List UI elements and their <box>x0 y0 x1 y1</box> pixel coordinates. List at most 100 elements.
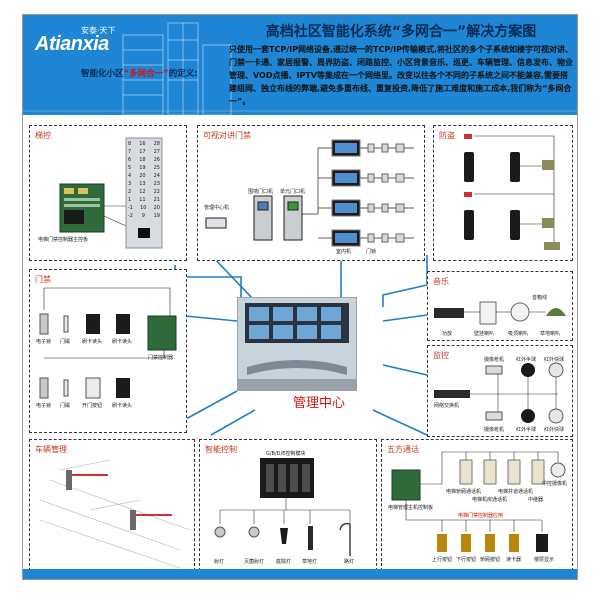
panel-title: 梯控 <box>35 131 51 140</box>
keypad-key: 20 <box>139 173 146 179</box>
music-item: 草地喇叭 <box>540 331 561 337</box>
keypad-key: 17 <box>139 149 146 155</box>
fivecall-controller-caption: 电梯管理主机控制板 <box>388 505 434 511</box>
access-row1-item: 门磁 <box>60 339 71 345</box>
fivecall-top-item: 电梯井道通话机 <box>498 489 534 495</box>
control-room-image <box>237 297 357 391</box>
description-text: 只使用一套TCP/IP网络设备,通过统一的TCP/IP传输模式,将社区的多个子系… <box>229 45 573 106</box>
access-row2-item: 刷卡读头 <box>112 403 133 409</box>
keypad-row: 6 18 26 <box>128 156 160 164</box>
panel-title: 智能控制 <box>205 445 237 454</box>
keypad-key: 19 <box>139 165 146 171</box>
smart-item: 射灯 <box>214 559 225 565</box>
elevator-controller-caption: 电梯门禁控制器主控板 <box>38 237 89 243</box>
fivecall-bottom-item: 楼层显示 <box>534 557 555 563</box>
panel-title: 门禁 <box>35 275 51 284</box>
indoor-unit-caption: 室内机 <box>336 249 352 255</box>
music-item: 功放 <box>442 331 453 337</box>
keypad-key: 24 <box>153 173 160 179</box>
monitor-item: 摄像枪机 <box>484 427 505 433</box>
definition-highlight: “多网合一” <box>123 69 169 79</box>
parking-gate-diagram <box>39 459 191 569</box>
keypad-key: 2 <box>128 189 132 195</box>
header-banner: 安泰·天下 Atianxia 高档社区智能化系统“多网合一”解决方案图 只使用一… <box>23 15 577 115</box>
panel-title: 防盗 <box>439 131 455 140</box>
keypad-key: 21 <box>153 197 160 203</box>
panel-access-control: 门禁 电子锁 门磁 刷卡读头 刷卡读头 门禁控制器 电子锁 门磁 <box>29 269 187 433</box>
fivecall-top-item: 电梯轿厢通话机 <box>446 489 482 495</box>
definition-suffix: 的定义: <box>168 69 198 79</box>
keypad-row: 3 13 23 <box>128 180 160 188</box>
fivecall-top-item: 电梯机房通话机 <box>472 497 508 503</box>
keypad-key: -2 <box>128 213 133 219</box>
smart-item: 草地灯 <box>302 559 318 565</box>
keypad-key: 10 <box>140 205 147 211</box>
surveillance-devices <box>434 362 564 424</box>
fivecall-top-item: 中继器 <box>528 497 544 503</box>
fivecall-top-item: 中控摄像机 <box>542 481 568 487</box>
anti-theft-devices <box>464 134 560 250</box>
keypad-key: 25 <box>153 165 160 171</box>
keypad-key: 18 <box>139 157 146 163</box>
lock-caption: 门锁 <box>366 249 377 255</box>
keypad-key: 19 <box>153 213 160 219</box>
panel-vehicle-management: 车辆管理 <box>29 439 195 571</box>
panel-title: 监控 <box>433 351 449 360</box>
panel-smart-control: 智能控制 G/B/D/E控制模块 射灯 灭菌射灯 庭院灯 草地灯 路灯 <box>199 439 377 571</box>
smart-module-caption: G/B/D/E控制模块 <box>266 451 306 457</box>
panel-video-intercom: 可视对讲门禁 <box>197 125 425 261</box>
monitor-switch-caption: 网络交换机 <box>434 403 460 409</box>
elevator-controller-board <box>59 137 163 249</box>
access-controller-caption: 门禁控制器 <box>148 355 174 361</box>
music-extra-caption: 音箱线 <box>532 295 548 301</box>
footer-bar <box>23 569 577 579</box>
monitor-item: 红外快球 <box>544 357 565 363</box>
smart-control-devices <box>214 458 351 556</box>
keypad-key: 26 <box>153 157 160 163</box>
monitor-item: 红外半球 <box>516 427 537 433</box>
keypad-key: 23 <box>153 181 160 187</box>
keypad-key: 20 <box>153 205 160 211</box>
monitor-item: 摄像枪机 <box>484 357 505 363</box>
wall-door-station-caption: 围墙门口机 <box>248 189 274 195</box>
keypad-row: 4 20 24 <box>128 172 160 180</box>
page-title: 高档社区智能化系统“多网合一”解决方案图 <box>265 24 537 40</box>
access-row2-item: 开门按钮 <box>82 403 103 409</box>
panel-title: 车辆管理 <box>35 445 67 454</box>
logo-chinese: 安泰·天下 <box>81 26 116 35</box>
keypad-key: 22 <box>153 189 160 195</box>
access-control-devices <box>39 287 177 399</box>
smart-item: 路灯 <box>344 559 355 565</box>
fivecall-bottom-item: 读卡器 <box>506 557 522 563</box>
monitor-item: 红外半球 <box>516 357 537 363</box>
monitor-item: 红外快球 <box>544 427 565 433</box>
access-row1-item: 刷卡读头 <box>112 339 133 345</box>
keypad-key: 13 <box>139 181 146 187</box>
smart-item: 庭院灯 <box>276 559 292 565</box>
intercom-devices <box>205 139 414 247</box>
management-center-caption: 管理中心机 <box>204 205 230 211</box>
keypad-key: 3 <box>128 181 132 187</box>
fivecall-bottom-item: 上行按钮 <box>432 557 453 563</box>
keypad-key: 11 <box>139 197 146 203</box>
unit-door-station-caption: 单元门口机 <box>280 189 306 195</box>
keypad-key: 4 <box>128 173 132 179</box>
panel-background-music: 音乐 音箱线 功放 壁挂喇叭 吸顶喇叭 草地喇叭 <box>427 271 573 341</box>
keypad-key: 6 <box>128 157 132 163</box>
access-row2-item: 电子锁 <box>36 403 52 409</box>
keypad-key: 1 <box>128 197 132 203</box>
definition-prefix: 智能化小区 <box>81 69 124 79</box>
keypad-key: 12 <box>139 189 146 195</box>
keypad-key: 7 <box>128 149 132 155</box>
five-way-call-devices <box>391 451 566 552</box>
panel-anti-theft: 防盗 <box>433 125 573 261</box>
music-item: 壁挂喇叭 <box>474 331 495 337</box>
keypad-row: 2 12 22 <box>128 188 160 196</box>
